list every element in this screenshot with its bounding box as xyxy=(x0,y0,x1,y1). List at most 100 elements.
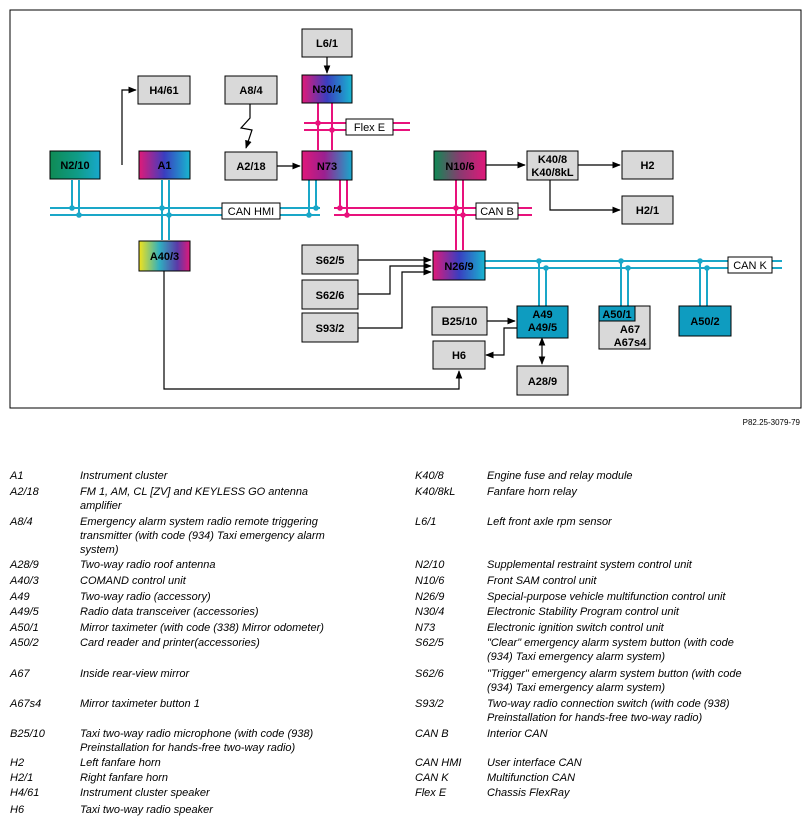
legend-code: S62/5 xyxy=(415,637,444,649)
svg-text:CAN HMI: CAN HMI xyxy=(228,206,274,218)
legend-description: Taxi two-way radio microphone (with code… xyxy=(80,728,314,740)
legend-code: A49 xyxy=(10,591,30,603)
block-L6-1: L6/1 xyxy=(301,28,353,58)
svg-text:A50/2: A50/2 xyxy=(690,316,719,328)
block-K40-8: K40/8 K40/8kL xyxy=(526,150,579,181)
legend-description: Interior CAN xyxy=(487,728,548,740)
legend-description: Instrument cluster xyxy=(80,470,168,482)
legend-description: Electronic Stability Program control uni… xyxy=(487,606,679,618)
legend-code: A49/5 xyxy=(10,606,39,618)
legend-code: N30/4 xyxy=(415,606,445,618)
block-A50-1: A50/1 A67 A67s4 xyxy=(598,305,651,350)
block-N10-6: N10/6 xyxy=(433,150,487,181)
legend-description: Instrument cluster speaker xyxy=(80,787,210,799)
legend-description: amplifier xyxy=(80,500,122,512)
legend-description: Two-way radio connection switch (with co… xyxy=(487,698,730,710)
svg-text:N10/6: N10/6 xyxy=(445,161,474,173)
legend-code: N73 xyxy=(415,622,436,634)
legend-code: CAN K xyxy=(415,772,449,784)
legend-code: A67 xyxy=(10,668,30,680)
svg-text:L6/1: L6/1 xyxy=(316,38,338,50)
legend-description: transmitter (with code (934) Taxi emerge… xyxy=(80,530,325,542)
legend-code: H2 xyxy=(10,757,25,769)
legend-description: "Trigger" emergency alarm system button … xyxy=(487,668,742,680)
legend-description: Preinstallation for hands-free two-way r… xyxy=(487,712,703,724)
svg-text:A67s4: A67s4 xyxy=(614,337,647,349)
svg-text:S62/5: S62/5 xyxy=(316,255,345,267)
legend-code: B25/10 xyxy=(10,728,45,740)
svg-text:N73: N73 xyxy=(317,161,337,173)
legend-description: Card reader and printer(accessories) xyxy=(80,637,260,649)
svg-text:H2/1: H2/1 xyxy=(636,205,659,217)
legend-code: A1 xyxy=(10,470,24,482)
can-b-label: CAN B xyxy=(475,202,519,220)
legend-description: Emergency alarm system radio remote trig… xyxy=(80,516,318,528)
block-A1: A1 xyxy=(138,150,191,180)
block-A8-4: A8/4 xyxy=(224,75,278,105)
svg-text:H4/61: H4/61 xyxy=(149,85,178,97)
can-k-label: CAN K xyxy=(727,256,773,274)
legend-code: L6/1 xyxy=(415,516,437,528)
svg-text:A49: A49 xyxy=(532,309,552,321)
legend-code: Flex E xyxy=(415,787,447,799)
flex-e-nodes xyxy=(315,120,335,133)
legend-description: User interface CAN xyxy=(487,757,582,769)
can-k-nodes xyxy=(536,258,710,271)
flex-e-bus xyxy=(304,103,410,150)
legend-code: N26/9 xyxy=(415,591,445,603)
legend-code: A50/1 xyxy=(10,622,39,634)
legend-description: COMAND control unit xyxy=(80,575,186,587)
legend-description: FM 1, AM, CL [ZV] and KEYLESS GO antenna xyxy=(80,486,309,498)
block-H6: H6 xyxy=(432,340,486,370)
svg-text:K40/8: K40/8 xyxy=(538,154,567,166)
connectors xyxy=(121,57,621,390)
legend-code: H4/61 xyxy=(10,787,40,799)
block-B25-10: B25/10 xyxy=(431,306,488,336)
svg-text:H2: H2 xyxy=(640,160,654,172)
legend-code: K40/8 xyxy=(415,470,444,482)
legend-description: Electronic ignition switch control unit xyxy=(487,622,664,634)
block-H2-1: H2/1 xyxy=(621,195,674,225)
legend-code: A2/18 xyxy=(10,486,39,498)
legend-code: CAN HMI xyxy=(415,757,462,769)
svg-text:N2/10: N2/10 xyxy=(60,160,89,172)
block-N26-9: N26/9 xyxy=(432,250,486,281)
block-H4-61: H4/61 xyxy=(137,75,191,105)
legend-code: N10/6 xyxy=(415,575,445,587)
block-H2: H2 xyxy=(621,150,674,180)
svg-text:CAN B: CAN B xyxy=(480,206,514,218)
legend-code: S62/6 xyxy=(415,668,444,680)
block-A50-2: A50/2 xyxy=(678,305,732,337)
legend-description: Inside rear-view mirror xyxy=(80,668,190,680)
flex-e-label: Flex E xyxy=(345,118,394,136)
block-S62-6: S62/6 xyxy=(301,279,359,310)
block-N30-4: N30/4 xyxy=(301,74,353,104)
legend-description: (934) Taxi emergency alarm system) xyxy=(487,682,666,694)
block-S93-2: S93/2 xyxy=(301,312,359,343)
svg-text:A67: A67 xyxy=(620,324,640,336)
legend-description: Radio data transceiver (accessories) xyxy=(80,606,259,618)
reference-code: P82.25-3079-79 xyxy=(742,418,800,427)
block-N2-10: N2/10 xyxy=(49,150,101,180)
svg-text:A2/18: A2/18 xyxy=(236,161,265,173)
legend-code: A50/2 xyxy=(10,637,39,649)
legend-description: Two-way radio roof antenna xyxy=(80,559,216,571)
legend-description: Left fanfare horn xyxy=(80,757,161,769)
legend-description: Mirror taximeter button 1 xyxy=(80,698,200,710)
legend-code: A28/9 xyxy=(10,559,39,571)
legend-description: Fanfare horn relay xyxy=(487,486,577,498)
block-S62-5: S62/5 xyxy=(301,244,359,275)
legend-code: CAN B xyxy=(415,728,449,740)
block-N73: N73 xyxy=(301,150,353,181)
svg-text:A50/1: A50/1 xyxy=(602,309,631,321)
svg-text:CAN K: CAN K xyxy=(733,260,767,272)
legend-description: (934) Taxi emergency alarm system) xyxy=(487,651,666,663)
block-A49: A49 A49/5 xyxy=(516,305,569,339)
legend-description: Right fanfare horn xyxy=(80,772,169,784)
legend-description: Engine fuse and relay module xyxy=(487,470,633,482)
svg-text:A1: A1 xyxy=(157,160,171,172)
legend-description: Special-purpose vehicle multifunction co… xyxy=(487,591,726,603)
svg-text:K40/8kL: K40/8kL xyxy=(531,167,573,179)
svg-text:N30/4: N30/4 xyxy=(312,84,342,96)
legend-code: A8/4 xyxy=(10,516,33,528)
